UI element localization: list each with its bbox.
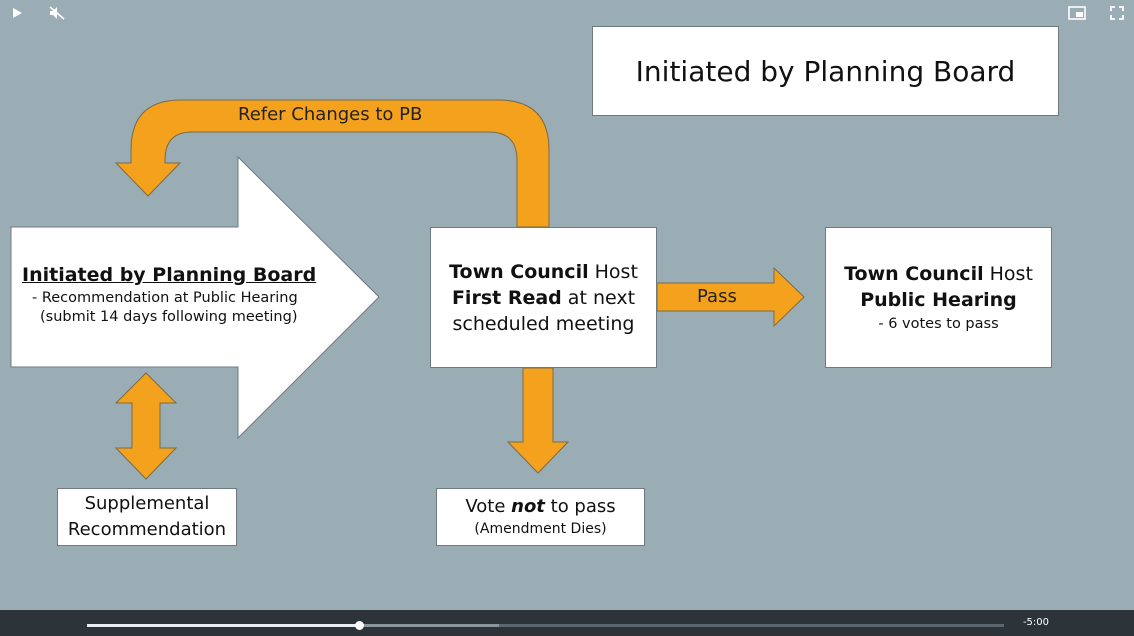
- public-hearing-l3: - 6 votes to pass: [878, 315, 999, 332]
- public-hearing-l1-bold: Town Council: [844, 262, 984, 285]
- planning-board-heading: Initiated by Planning Board: [22, 264, 317, 286]
- video-control-bar: [0, 610, 1134, 636]
- vote-emph: not: [511, 496, 545, 517]
- diagram-shapes: [10, 99, 805, 480]
- slide: Initiated by Planning Board Initiated by…: [10, 26, 1059, 546]
- first-read-l3: scheduled meeting: [452, 312, 635, 335]
- down-arrow: [506, 367, 570, 474]
- vote-pre: Vote: [465, 496, 512, 517]
- planning-board-arrow: [10, 155, 380, 440]
- pass-arrow: [656, 266, 805, 328]
- pass-label: Pass: [697, 286, 737, 307]
- progress-track[interactable]: [87, 624, 1004, 627]
- slide-title: Initiated by Planning Board: [592, 26, 1059, 116]
- first-read-l1-bold: Town Council: [449, 260, 589, 283]
- picture-in-picture-icon: [1068, 6, 1086, 20]
- first-read-l1-rest: Host: [588, 260, 638, 283]
- first-read-l2-rest: at next: [561, 286, 636, 309]
- double-arrow: [114, 372, 178, 480]
- fullscreen-icon: [1110, 6, 1124, 20]
- refer-changes-label: Refer Changes to PB: [238, 104, 423, 125]
- time-remaining: -5:00: [1022, 617, 1050, 628]
- planning-board-text: Initiated by Planning Board - Recommenda…: [22, 264, 322, 325]
- muted-icon: [49, 6, 65, 20]
- fullscreen-button[interactable]: [1104, 0, 1130, 26]
- public-hearing-box: Town Council Host Public Hearing - 6 vot…: [825, 227, 1052, 368]
- supplemental-line1: Supplemental: [84, 493, 210, 514]
- scrubber-handle[interactable]: [354, 621, 364, 630]
- planning-board-line1: - Recommendation at Public Hearing: [32, 290, 298, 306]
- played-bar: [87, 624, 360, 627]
- first-read-box: Town Council Host First Read at next sch…: [430, 227, 657, 368]
- public-hearing-l2-bold: Public Hearing: [860, 288, 1017, 311]
- play-button[interactable]: [4, 0, 30, 26]
- vote-post: to pass: [544, 496, 616, 517]
- first-read-l2-bold: First Read: [451, 286, 562, 309]
- supplemental-line2: Recommendation: [67, 519, 227, 540]
- supplemental-box: Supplemental Recommendation: [57, 488, 237, 546]
- planning-board-line2: (submit 14 days following meeting): [40, 309, 298, 325]
- vote-sub: (Amendment Dies): [474, 521, 607, 537]
- vote-not-box: Vote not to pass (Amendment Dies): [436, 488, 645, 546]
- mute-button[interactable]: [44, 0, 70, 26]
- public-hearing-l1-rest: Host: [983, 262, 1033, 285]
- play-icon: [13, 8, 22, 18]
- refer-changes-arrow: [114, 99, 550, 228]
- picture-in-picture-button[interactable]: [1064, 0, 1090, 26]
